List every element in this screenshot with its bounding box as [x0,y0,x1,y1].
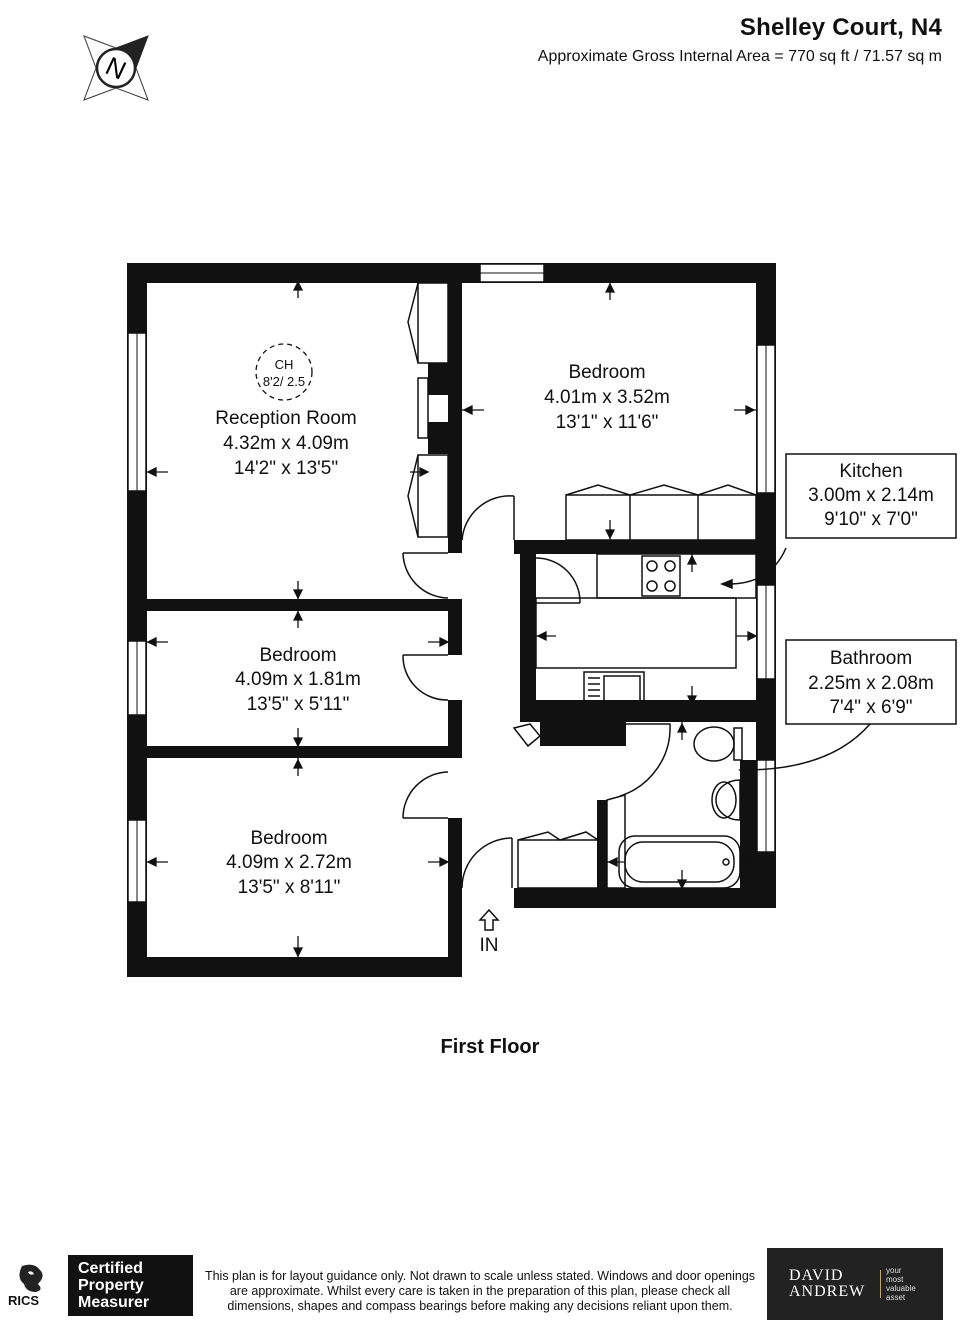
brand-name: DAVID ANDREW [789,1268,865,1300]
tagline-2: most [886,1275,904,1284]
small-bedroom-imperial: 13'5" x 5'11" [247,694,350,715]
small-bedroom-metric: 4.09m x 1.81m [235,669,361,690]
reception-room-imperial: 14'2" x 13'5" [234,458,338,479]
tagline-4: asset [886,1293,906,1302]
bathroom-fittings [618,726,743,889]
disclaimer: This plan is for layout guidance only. N… [204,1269,756,1313]
walls [127,263,776,977]
kitchen-fittings [535,553,757,707]
gross-internal-area: Approximate Gross Internal Area = 770 sq… [537,48,942,65]
main-bedroom-metric: 4.01m x 3.52m [544,387,670,408]
bathroom-imperial: 7'4" x 6'9" [829,697,912,718]
brand-line-2: ANDREW [789,1283,866,1300]
main-bedroom-imperial: 13'1" x 11'6" [556,412,659,433]
cert-line-1: Certified [78,1260,143,1277]
callout-lines [719,547,871,776]
brand-tagline: your most valuable asset [886,1266,916,1302]
lower-bedroom-metric: 4.09m x 2.72m [226,852,352,873]
reception-room-name: Reception Room [215,408,357,429]
brand-divider [880,1270,881,1298]
main-bedroom-name: Bedroom [568,362,645,383]
kitchen-name: Kitchen [839,461,902,482]
north-compass-icon: N [83,35,149,101]
david-andrew-logo: DAVID ANDREW your most valuable asset [767,1248,943,1320]
window-lines [136,272,767,902]
tagline-1: your [886,1266,902,1275]
lower-bedroom-imperial: 13'5" x 8'11" [238,877,341,898]
bathroom-name: Bathroom [830,648,912,669]
dimension-arrows [146,280,758,958]
rics-logo-icon [19,1264,43,1292]
wardrobes [407,282,757,889]
kitchen-metric: 3.00m x 2.14m [808,485,934,506]
ceiling-height-marker [255,343,313,401]
cert-line-3: Measurer [78,1294,150,1311]
rics-label: RICS [8,1293,40,1308]
small-bedroom-name: Bedroom [259,645,336,666]
ceiling-height-label: CH [275,357,294,372]
entrance-label: IN [480,935,499,956]
ceiling-height-value: 8'2/ 2.5 [263,374,305,389]
floor-label: First Floor [440,1036,540,1058]
certified-property-measurer-badge: Certified Property Measurer [68,1255,193,1316]
brand-line-1: DAVID [789,1267,844,1284]
property-title: Shelley Court, N4 [739,14,942,41]
callout-boxes [785,453,957,725]
cert-line-2: Property [78,1277,144,1294]
reception-room-metric: 4.32m x 4.09m [223,433,349,454]
lower-bedroom-name: Bedroom [250,828,327,849]
entrance-arrow-icon [478,908,500,931]
tagline-3: valuable [886,1284,916,1293]
kitchen-imperial: 9'10" x 7'0" [824,509,918,530]
doors [402,495,671,889]
bathroom-metric: 2.25m x 2.08m [808,673,934,694]
